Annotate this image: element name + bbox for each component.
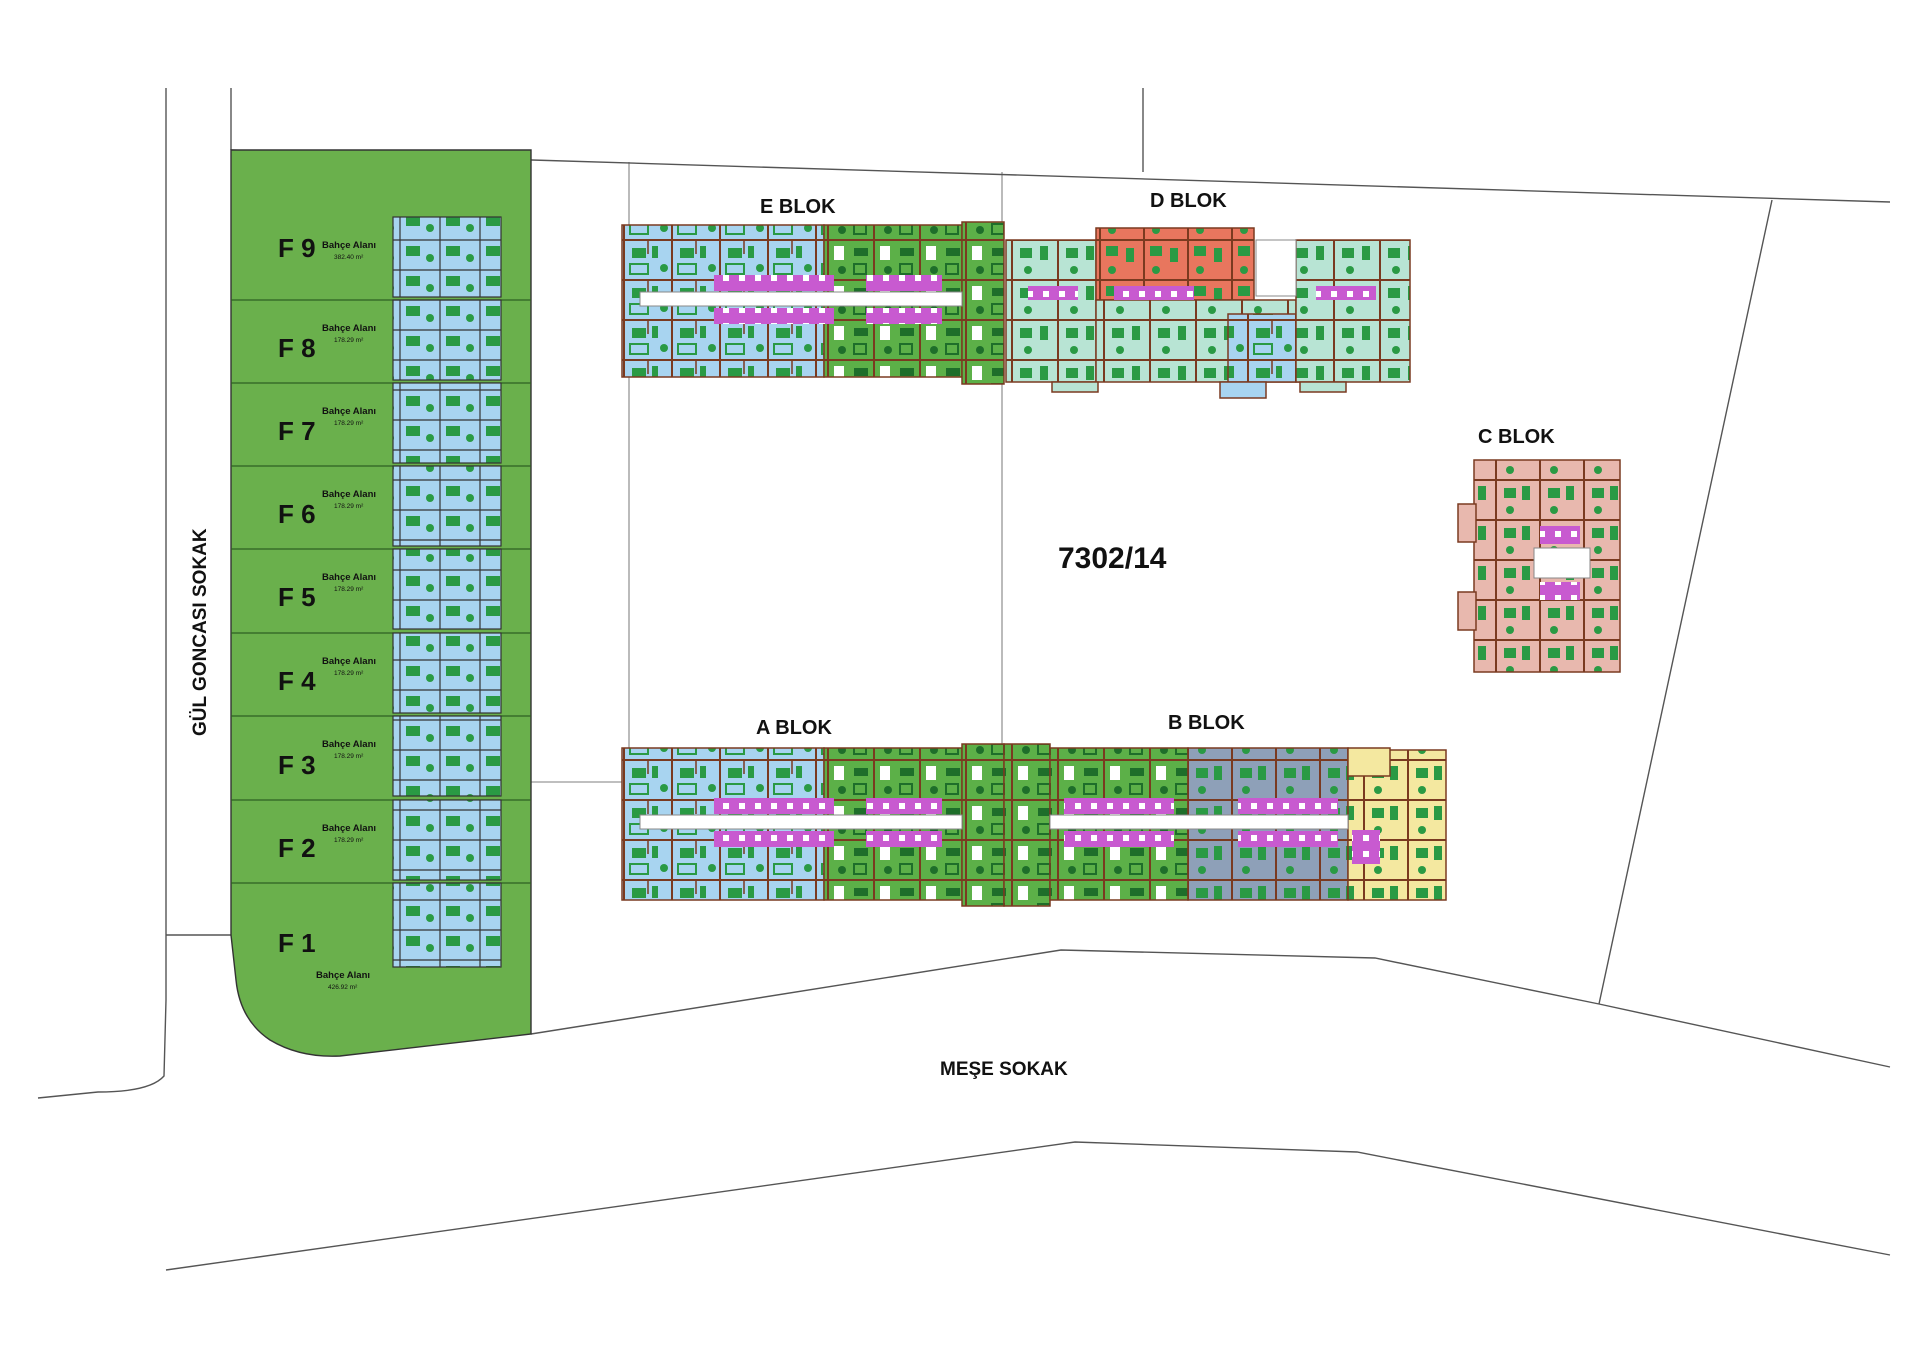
block-a-label: A BLOK	[756, 717, 832, 739]
west-road-edge-left	[37, 88, 167, 1099]
villa-house-f3	[392, 715, 502, 797]
villa-label-f9: F 9	[278, 233, 316, 263]
south-boundary	[530, 949, 1891, 1068]
villa-garden-area-f1: 426.92 m²	[328, 984, 358, 991]
block-c-wet-2	[1540, 582, 1580, 600]
block-e-wet-north-2	[866, 275, 942, 291]
block-a	[621, 743, 1005, 907]
villa-garden-area-f5: 178.29 m²	[334, 586, 364, 593]
villa-house-f7	[392, 382, 502, 464]
villa-garden-label-f7: Bahçe Alanı	[322, 406, 376, 417]
block-c-label: C BLOK	[1478, 426, 1555, 448]
villa-garden-area-f7: 178.29 m²	[334, 420, 364, 427]
south-road-edge	[165, 1141, 1891, 1271]
road-label-west: GÜL GONCASI SOKAK	[190, 528, 211, 736]
block-c-bay-west-1	[1457, 503, 1477, 543]
villa-garden-area-f4: 178.29 m²	[334, 670, 364, 677]
road-label-south: MEŞE SOKAK	[940, 1059, 1068, 1080]
villa-garden-label-f6: Bahçe Alanı	[322, 489, 376, 500]
block-b-corridor	[1049, 814, 1349, 830]
block-d-wet-2	[1114, 286, 1194, 300]
block-a-wet-south	[714, 831, 834, 847]
villa-house-f9	[392, 216, 502, 298]
block-a-wet-north-2	[866, 798, 942, 814]
block-d-balcony-south-3	[1299, 381, 1347, 393]
villa-garden-label-f3: Bahçe Alanı	[322, 739, 376, 750]
villa-label-f2: F 2	[278, 833, 316, 863]
villa-garden-label-f2: Bahçe Alanı	[322, 823, 376, 834]
villa-label-f1: F 1	[278, 928, 316, 958]
villa-garden-label-f8: Bahçe Alanı	[322, 323, 376, 334]
villa-house-f4	[392, 632, 502, 714]
villa-garden-area-f2: 178.29 m²	[334, 837, 364, 844]
block-b-wet-south-2	[1238, 831, 1338, 847]
block-b-yellow-bump	[1347, 747, 1391, 777]
villa-garden-label-f9: Bahçe Alanı	[322, 240, 376, 251]
villa-label-f7: F 7	[278, 416, 316, 446]
villa-label-f8: F 8	[278, 333, 316, 363]
block-e-wet-south	[714, 308, 834, 324]
block-a-wet-south-2	[866, 831, 942, 847]
villa-label-f4: F 4	[278, 666, 316, 696]
block-d-wet-1	[1028, 286, 1078, 300]
villa-houses	[392, 216, 502, 968]
block-c-core	[1533, 547, 1591, 579]
villa-house-f5	[392, 548, 502, 630]
villa-garden-area-f3: 178.29 m²	[334, 753, 364, 760]
villa-house-f8	[392, 299, 502, 381]
block-d-balcony-south-2	[1219, 381, 1267, 399]
block-e-label: E BLOK	[760, 196, 836, 218]
block-c-bay-west-2	[1457, 591, 1477, 631]
block-e	[621, 221, 1005, 385]
villa-garden-area-f9: 382.40 m²	[334, 254, 364, 261]
parcel-number: 7302/14	[1058, 542, 1167, 575]
villa-labels: F 9 Bahçe Alanı 382.40 m² F 8 Bahçe Alan…	[278, 233, 376, 991]
villa-house-f2	[392, 799, 502, 881]
block-b-core-green	[1003, 743, 1051, 907]
villa-house-f1	[392, 882, 502, 968]
villa-garden-label-f1: Bahçe Alanı	[316, 970, 370, 981]
villa-garden-area-f6: 178.29 m²	[334, 503, 364, 510]
east-boundary	[1598, 199, 1773, 1005]
block-d-wet-3	[1316, 286, 1376, 300]
block-b-wet-north	[1064, 798, 1174, 814]
block-b-wet-east	[1352, 830, 1380, 864]
villa-garden-area-f8: 178.29 m²	[334, 337, 364, 344]
block-e-wet-north	[714, 275, 834, 291]
block-d-stair	[1255, 239, 1297, 297]
villa-label-f5: F 5	[278, 582, 316, 612]
block-e-corridor	[639, 291, 963, 307]
block-b-wet-south	[1064, 831, 1174, 847]
block-a-core-green	[961, 743, 1005, 907]
villa-garden-label-f4: Bahçe Alanı	[322, 656, 376, 667]
villa-garden-label-f5: Bahçe Alanı	[322, 572, 376, 583]
villa-label-f3: F 3	[278, 750, 316, 780]
block-e-core-green	[961, 221, 1005, 385]
block-d-wing-mint-east	[1295, 239, 1411, 383]
block-c	[1457, 459, 1621, 673]
block-d-balcony-south-1	[1051, 381, 1099, 393]
block-b-label: B BLOK	[1168, 712, 1245, 734]
block-d	[1005, 227, 1411, 399]
block-b-wet-north-2	[1238, 798, 1338, 814]
block-e-wet-south-2	[866, 308, 942, 324]
block-c-wet-1	[1540, 526, 1580, 544]
block-a-corridor	[639, 814, 963, 830]
block-b	[1003, 743, 1447, 907]
block-d-wing-mint-west	[1005, 239, 1097, 383]
villa-house-f6	[392, 465, 502, 547]
block-a-wet-north	[714, 798, 834, 814]
villa-label-f6: F 6	[278, 499, 316, 529]
block-d-label: D BLOK	[1150, 190, 1227, 212]
